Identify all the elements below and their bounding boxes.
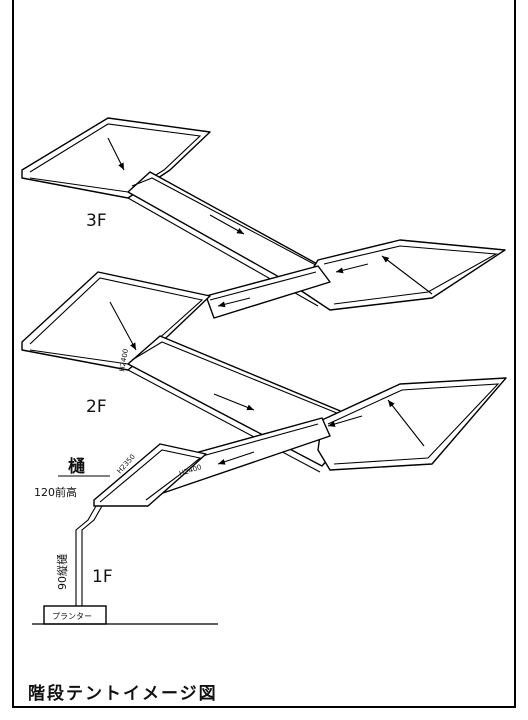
gutter-label: 樋 (68, 456, 85, 477)
downpipe-label: 90縦樋 (55, 554, 69, 590)
planter-label: プランター (52, 612, 92, 621)
landing-2f-right (317, 377, 507, 471)
floor-label-3f: 3F (86, 211, 107, 231)
diagram-caption: 階段テントイメージ図 (28, 684, 218, 704)
landing-3f-left (21, 117, 211, 199)
floor-label-2f: 2F (86, 397, 107, 417)
flight-3f (127, 171, 351, 307)
planter (32, 605, 218, 625)
landing-2f-left (21, 271, 211, 371)
downpipe (75, 505, 103, 606)
height-label-h2400-upper: H2400 (118, 348, 130, 372)
landing-3f-right (299, 239, 506, 311)
front-height-label: 120前高 (34, 485, 77, 499)
flight-3f-to-2f (205, 265, 331, 319)
sheet-frame (12, 0, 516, 708)
floor-label-1f: 1F (92, 567, 113, 587)
landing-1f (93, 443, 207, 507)
